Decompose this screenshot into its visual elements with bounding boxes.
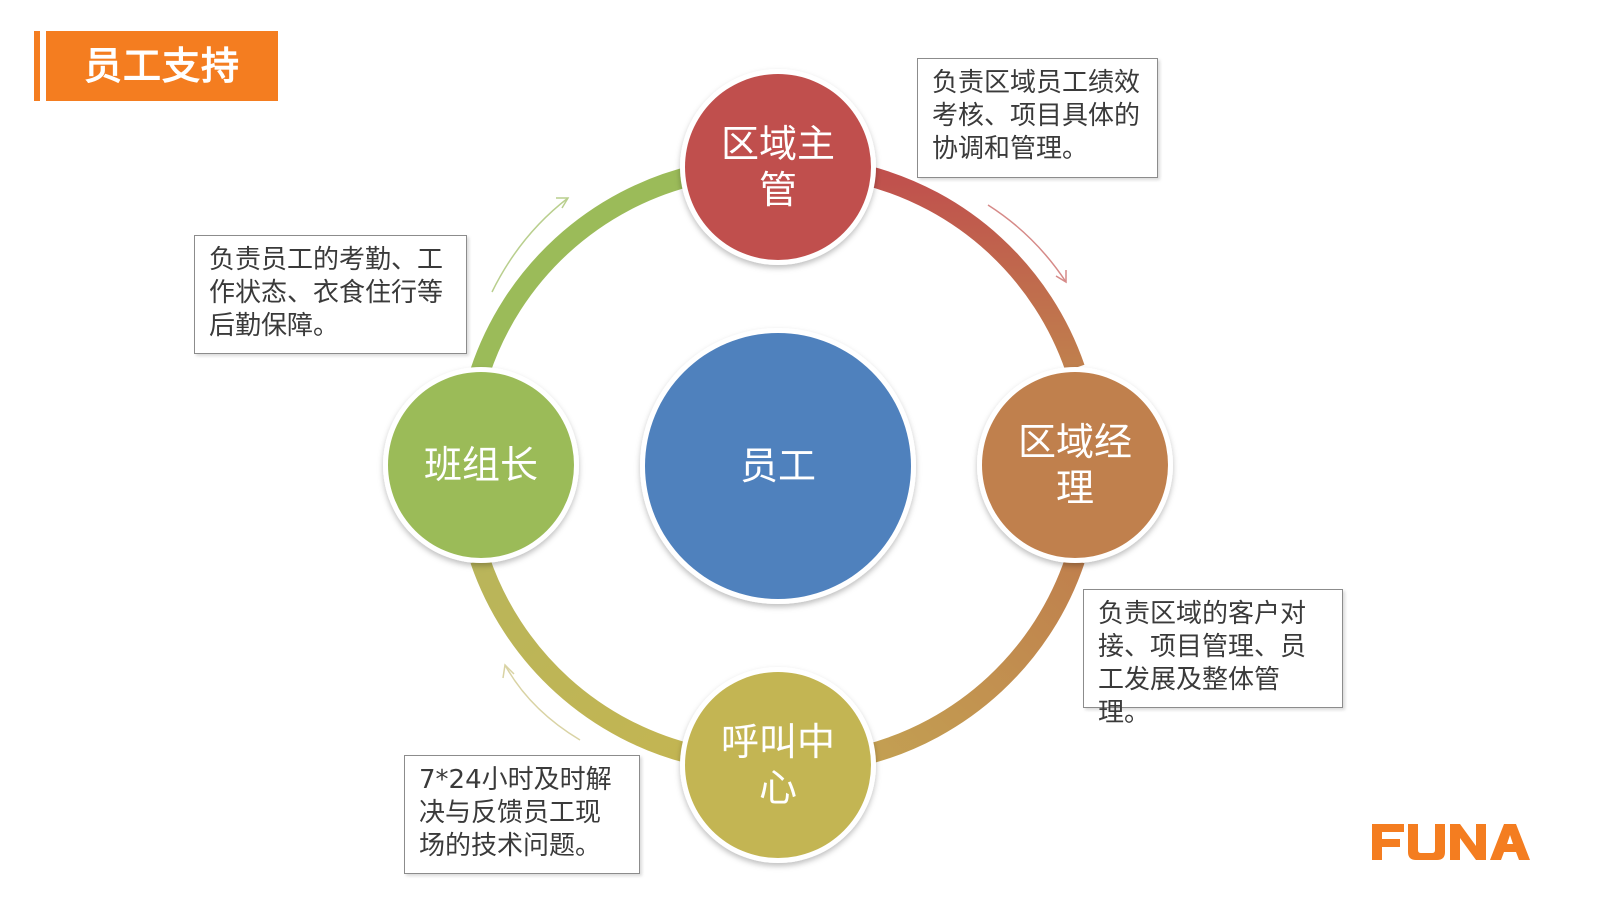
title-accent-bar [34,31,40,101]
funa-logo [1372,824,1530,860]
node-right-fill [982,372,1168,558]
node-top-label: 区域主管 [720,122,835,212]
ring-segment-top-right [862,165,1085,372]
arrow-top-left [491,197,569,293]
node-top-fill [685,74,871,260]
node-center-label: 员工 [739,444,816,488]
node-left-label: 班组长 [423,443,538,487]
arrow-top-right [987,204,1067,283]
arrow-bottom-left [504,664,581,741]
node-left-fill [388,372,574,558]
note-top: 负责区域员工绩效考核、项目具体的协调和管理。 [917,58,1158,178]
title-banner: 员工支持 [34,31,278,101]
note-left: 负责员工的考勤、工作状态、衣食住行等后勤保障。 [194,235,467,354]
ring-segment-bottom-left [470,556,698,765]
ring-segment-bottom-right [862,556,1085,765]
node-bottom-label: 呼叫中心 [720,720,835,810]
ring-segment-top-left [470,165,698,376]
node-bottom-fill [685,672,871,858]
note-bottom: 7*24小时及时解决与反馈员工现场的技术问题。 [404,755,640,874]
node-right-label: 区域经理 [1017,420,1132,510]
node-center-fill [645,333,911,599]
page-title: 员工支持 [46,31,278,101]
note-right: 负责区域的客户对接、项目管理、员工发展及整体管理。 [1083,589,1343,728]
